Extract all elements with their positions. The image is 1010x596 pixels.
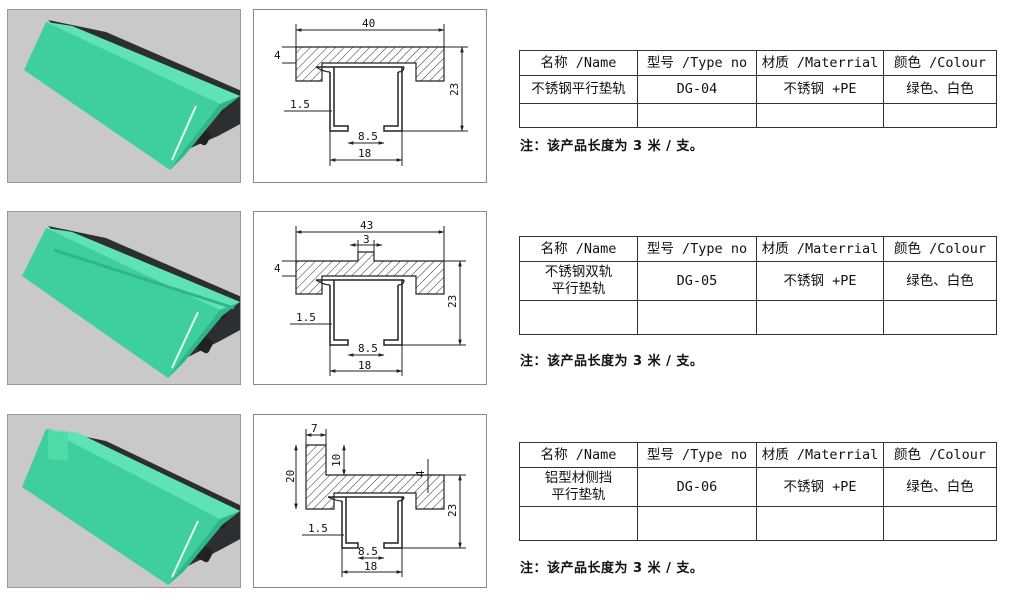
dim-slot: 8.5 <box>358 342 378 355</box>
cell-name: 不锈钢双轨 平行垫轨 <box>519 261 638 301</box>
dim-base: 18 <box>358 147 371 160</box>
col-colour: 颜色 /Colour <box>883 442 997 468</box>
dim-side-inner: 10 <box>330 454 343 467</box>
empty-cell <box>637 300 757 335</box>
col-type: 型号 /Type no <box>637 50 757 76</box>
dim-height: 23 <box>448 83 461 96</box>
empty-cell <box>756 103 884 128</box>
empty-cell <box>637 103 757 128</box>
cell-name: 不锈钢平行垫轨 <box>519 75 638 104</box>
profile-drawing: 43 3 4 23 1.5 8.5 18 <box>253 211 487 385</box>
length-note: 注：该产品长度为 3 米 / 支。 <box>520 561 704 576</box>
cell-colour: 绿色、白色 <box>883 261 997 301</box>
dim-height: 23 <box>446 295 459 308</box>
dim-height: 23 <box>446 504 459 517</box>
cell-type: DG-04 <box>637 75 757 104</box>
spec-table: 名称 /Name 型号 /Type no 材质 /Materrial 颜色 /C… <box>519 50 997 128</box>
empty-cell <box>637 506 757 541</box>
cell-colour: 绿色、白色 <box>883 467 997 507</box>
col-material: 材质 /Materrial <box>756 50 884 76</box>
cell-material: 不锈钢 +PE <box>756 261 884 301</box>
dim-thickness: 4 <box>414 470 427 477</box>
empty-cell <box>519 506 638 541</box>
product-photo <box>7 414 241 588</box>
cell-material: 不锈钢 +PE <box>756 467 884 507</box>
dim-slot: 8.5 <box>358 545 378 558</box>
empty-cell <box>883 506 997 541</box>
dim-width: 43 <box>360 219 373 232</box>
col-colour: 颜色 /Colour <box>883 236 997 262</box>
dim-base: 18 <box>358 359 371 372</box>
col-name: 名称 /Name <box>519 442 638 468</box>
cell-type: DG-05 <box>637 261 757 301</box>
product-photo <box>7 211 241 385</box>
dim-rib: 3 <box>363 233 370 246</box>
cell-name-line: 不锈钢双轨 <box>544 264 613 280</box>
col-name: 名称 /Name <box>519 236 638 262</box>
col-material: 材质 /Materrial <box>756 442 884 468</box>
empty-cell <box>883 103 997 128</box>
profile-drawing: 7 20 10 4 23 1.5 8.5 18 <box>253 414 487 588</box>
dim-slot: 8.5 <box>358 130 378 143</box>
col-material: 材质 /Materrial <box>756 236 884 262</box>
dim-side-height: 20 <box>284 470 297 483</box>
dim-base: 18 <box>364 560 377 573</box>
col-colour: 颜色 /Colour <box>883 50 997 76</box>
cell-name-line: 平行垫轨 <box>551 487 606 503</box>
dim-width: 40 <box>362 17 375 30</box>
cell-name-line: 铝型材侧挡 <box>544 470 613 486</box>
col-name: 名称 /Name <box>519 50 638 76</box>
product-section-dg04: 40 4 23 1.5 8.5 18 名称 /Name 型号 /Type no … <box>0 9 1010 189</box>
empty-cell <box>519 103 638 128</box>
empty-cell <box>756 300 884 335</box>
product-section-dg05: 43 3 4 23 1.5 8.5 18 名称 /Name 型号 /Type n <box>0 211 1010 391</box>
col-type: 型号 /Type no <box>637 236 757 262</box>
cell-name: 铝型材侧挡 平行垫轨 <box>519 467 638 507</box>
cell-colour: 绿色、白色 <box>883 75 997 104</box>
dim-thickness: 4 <box>274 49 281 62</box>
empty-cell <box>756 506 884 541</box>
dim-lip: 1.5 <box>296 311 316 324</box>
product-section-dg06: 7 20 10 4 23 1.5 8.5 18 名称 /Name 型号 /Typ… <box>0 414 1010 594</box>
cell-type: DG-06 <box>637 467 757 507</box>
col-type: 型号 /Type no <box>637 442 757 468</box>
cell-material: 不锈钢 +PE <box>756 75 884 104</box>
length-note: 注：该产品长度为 3 米 / 支。 <box>520 354 704 369</box>
dim-side-width: 7 <box>311 422 318 435</box>
spec-table: 名称 /Name 型号 /Type no 材质 /Materrial 颜色 /C… <box>519 442 997 541</box>
product-photo <box>7 9 241 183</box>
profile-drawing: 40 4 23 1.5 8.5 18 <box>253 9 487 183</box>
dim-lip: 1.5 <box>308 522 328 535</box>
cell-name-line: 平行垫轨 <box>551 281 606 297</box>
length-note: 注：该产品长度为 3 米 / 支。 <box>520 139 704 154</box>
spec-table: 名称 /Name 型号 /Type no 材质 /Materrial 颜色 /C… <box>519 236 997 335</box>
empty-cell <box>519 300 638 335</box>
dim-thickness: 4 <box>274 262 281 275</box>
dim-lip: 1.5 <box>290 98 310 111</box>
empty-cell <box>883 300 997 335</box>
